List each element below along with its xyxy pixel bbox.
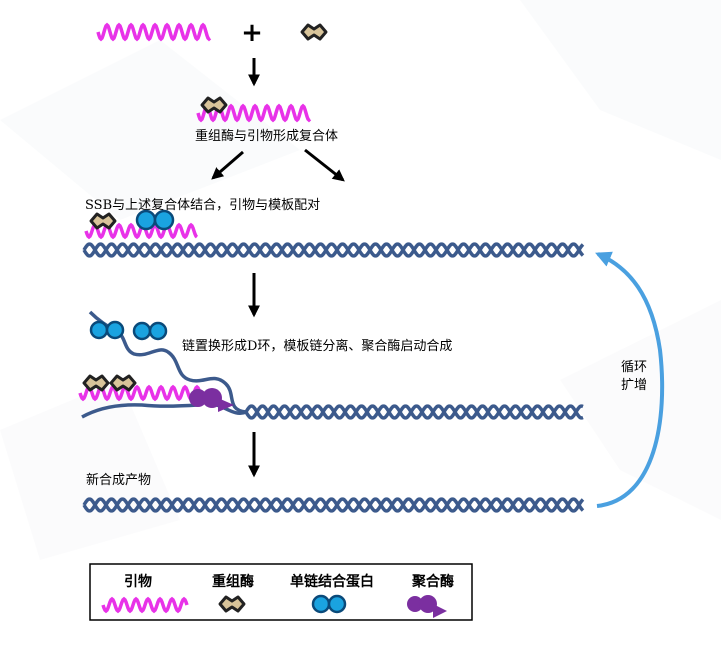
recombinase-icon xyxy=(89,212,117,230)
legend: 引物 重组酶 单链结合蛋白 聚合酶 xyxy=(89,563,473,621)
legend-label-primer: 引物 xyxy=(124,573,152,590)
plus-sign: + xyxy=(241,18,263,48)
step1-label: 重组酶与引物形成复合体 xyxy=(195,128,338,144)
arrow-diag-right xyxy=(304,148,345,182)
polymerase-icon xyxy=(189,388,234,412)
cycle-label-line1: 循环 xyxy=(621,360,647,375)
step4-label: 新合成产物 xyxy=(86,472,151,488)
step2-label: SSB与上述复合体结合，引物与模板配对 xyxy=(85,198,320,213)
background-decoration xyxy=(0,0,721,560)
legend-label-recombinase: 重组酶 xyxy=(212,573,254,590)
recombinase-icon xyxy=(82,374,110,392)
primer-top xyxy=(96,22,212,42)
cycle-arrow xyxy=(595,251,665,508)
legend-label-ssb: 单链结合蛋白 xyxy=(290,573,374,590)
cycle-label-line2: 扩增 xyxy=(621,378,647,393)
dna-duplex-row3 xyxy=(82,242,585,258)
arrow-diag-left xyxy=(211,150,244,180)
legend-label-polymerase: 聚合酶 xyxy=(411,573,454,590)
ssb-icon xyxy=(89,320,168,341)
recombinase-icon xyxy=(300,23,328,41)
ssb-icon xyxy=(135,209,175,231)
dna-duplex-row5 xyxy=(82,497,585,513)
step3-label: 链置换形成D环，模板链分离、聚合酶启动合成 xyxy=(182,338,452,354)
polymerase-icon xyxy=(407,595,447,618)
ssb-icon xyxy=(311,594,347,614)
